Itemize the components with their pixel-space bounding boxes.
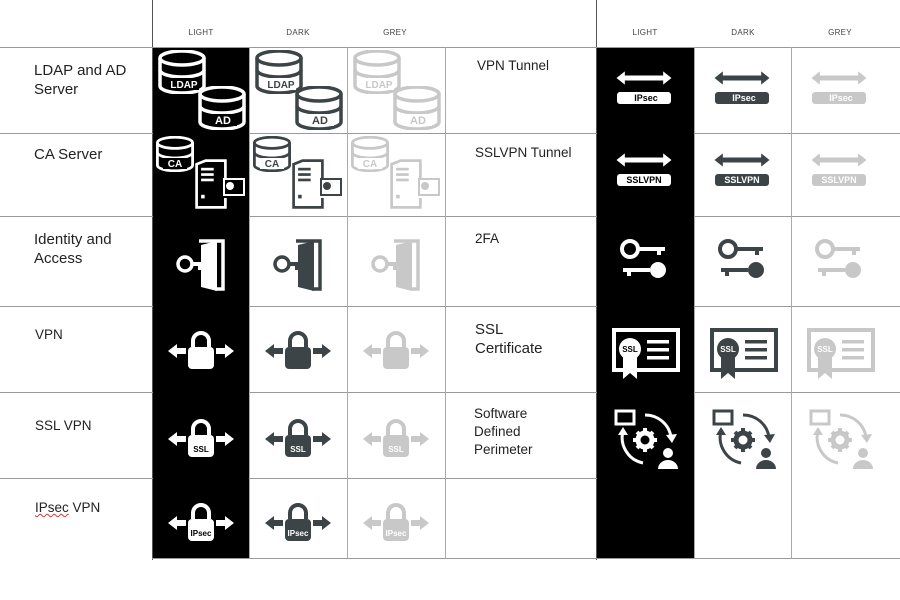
icon-label: LDAP	[267, 80, 295, 91]
identity-door-key-icon	[371, 239, 420, 293]
light-column-left	[153, 48, 249, 558]
row-label: VPN Tunnel	[477, 58, 550, 73]
icon-label: SSL	[817, 345, 833, 354]
vpn-lock-arrows-icon	[166, 331, 236, 371]
icon-label: IPsec	[732, 93, 756, 103]
icon-label: SSLVPN	[724, 175, 759, 185]
sslvpn-tunnel-icon: SSLVPN	[811, 153, 867, 186]
divider	[152, 0, 153, 560]
vpn-lock-arrows-icon	[263, 331, 333, 371]
icon-label: AD	[215, 115, 231, 127]
vpn-tunnel-icon: IPsec	[616, 71, 672, 104]
icon-label: SSLVPN	[626, 175, 661, 185]
row-label: Software Defined Perimeter	[474, 406, 533, 457]
divider	[0, 216, 900, 217]
ssl-vpn-lock-icon: SSL	[361, 419, 431, 459]
column-header-grey: GREY	[383, 28, 407, 37]
two-factor-keys-icon	[620, 239, 668, 280]
icon-label: LDAP	[170, 80, 198, 91]
row-label: SSLVPN Tunnel	[475, 145, 572, 160]
icon-label: SSL	[720, 345, 736, 354]
two-factor-keys-icon	[718, 239, 766, 280]
column-header-dark: DARK	[286, 28, 310, 37]
icon-label: IPsec	[288, 529, 309, 538]
divider	[249, 47, 250, 559]
ssl-vpn-lock-icon: SSL	[166, 419, 236, 459]
divider	[152, 558, 900, 559]
ipsec-vpn-lock-icon: IPsec	[361, 503, 431, 543]
icon-label: CA	[363, 159, 377, 170]
row-label: SSL Certificate	[475, 321, 543, 357]
ssl-certificate-icon: SSL	[710, 328, 778, 381]
column-header-light: LIGHT	[188, 28, 214, 37]
column-header-light: LIGHT	[632, 28, 658, 37]
row-label: Identity and Access	[34, 231, 112, 267]
sslvpn-tunnel-icon: SSLVPN	[714, 153, 770, 186]
divider	[596, 0, 597, 560]
icon-label: CA	[168, 159, 182, 170]
vpn-tunnel-icon: IPsec	[714, 71, 770, 104]
divider	[791, 47, 792, 559]
identity-door-key-icon	[273, 239, 322, 293]
light-column-right	[597, 48, 694, 558]
vpn-word: VPN	[68, 500, 101, 515]
row-label: 2FA	[475, 231, 500, 246]
divider	[0, 478, 597, 479]
column-header-grey: GREY	[828, 28, 852, 37]
icon-label: SSLVPN	[821, 175, 856, 185]
identity-door-key-icon	[176, 239, 225, 293]
ldap-ad-database-icon: LDAP AD	[158, 50, 246, 130]
software-defined-perimeter-icon	[806, 407, 876, 473]
icon-label: IPsec	[829, 93, 853, 103]
row-label: CA Server	[34, 146, 103, 163]
ssl-certificate-icon: SSL	[612, 328, 680, 381]
ca-server-icon: CA	[155, 136, 245, 209]
ssl-vpn-lock-icon: SSL	[263, 419, 333, 459]
divider	[0, 133, 900, 134]
icon-label: LDAP	[365, 80, 393, 91]
ipsec-vpn-lock-icon: IPsec	[263, 503, 333, 543]
divider	[0, 392, 900, 393]
software-defined-perimeter-icon	[709, 407, 779, 473]
ipsec-word: IPsec	[35, 500, 69, 515]
icon-label: IPsec	[634, 93, 658, 103]
vpn-lock-arrows-icon	[361, 331, 431, 371]
icon-label: SSL	[290, 445, 306, 454]
two-factor-keys-icon	[815, 239, 863, 280]
software-defined-perimeter-icon	[611, 407, 681, 473]
ca-server-icon: CA	[350, 136, 440, 209]
icon-label: AD	[312, 115, 328, 127]
icon-label: AD	[410, 115, 426, 127]
row-label: IPsec VPN	[35, 499, 100, 517]
divider	[0, 47, 900, 48]
icon-label: SSL	[193, 445, 209, 454]
divider	[0, 306, 900, 307]
icon-label: IPsec	[191, 529, 212, 538]
ca-server-icon: CA	[252, 136, 342, 209]
row-label: LDAP and AD Server	[34, 62, 127, 98]
icon-label: SSL	[388, 445, 404, 454]
ipsec-vpn-lock-icon: IPsec	[166, 503, 236, 543]
ldap-ad-database-icon: LDAP AD	[255, 50, 343, 130]
ssl-certificate-icon: SSL	[807, 328, 875, 381]
ldap-ad-database-icon: LDAP AD	[353, 50, 441, 130]
icon-label: SSL	[622, 345, 638, 354]
icon-label: CA	[265, 159, 279, 170]
row-label: VPN	[35, 327, 63, 342]
sslvpn-tunnel-icon: SSLVPN	[616, 153, 672, 186]
column-header-dark: DARK	[731, 28, 755, 37]
vpn-tunnel-icon: IPsec	[811, 71, 867, 104]
divider	[694, 47, 695, 559]
divider	[445, 47, 446, 559]
divider	[347, 47, 348, 559]
icon-label: IPsec	[386, 529, 407, 538]
row-label: SSL VPN	[35, 418, 92, 433]
